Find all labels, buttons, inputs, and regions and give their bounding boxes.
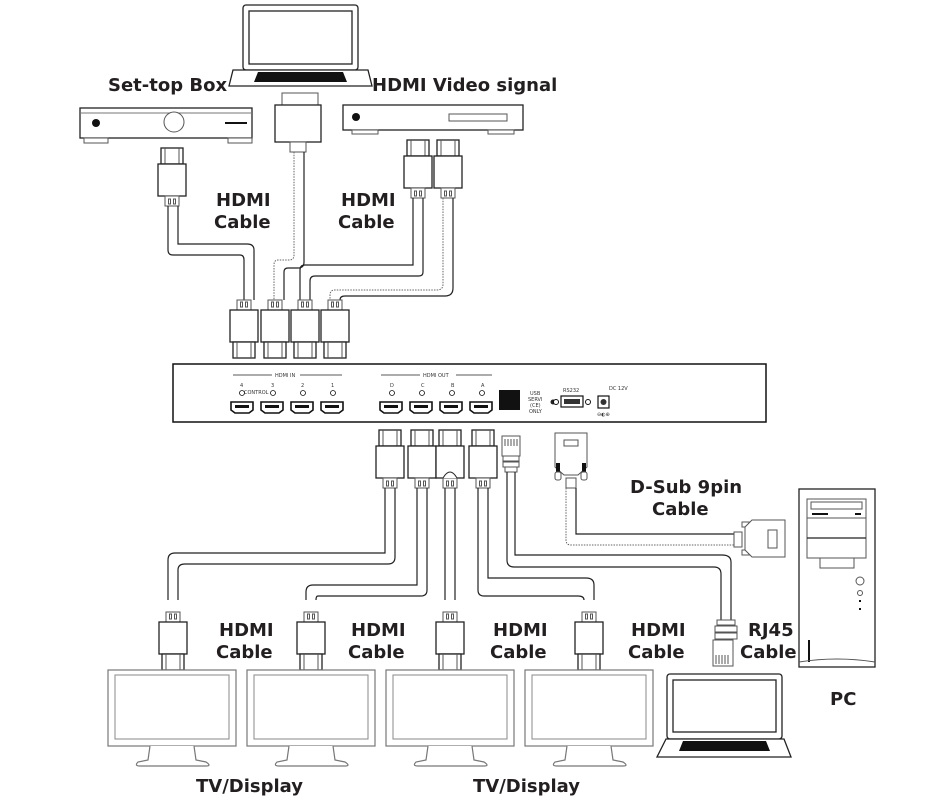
set-top-box-icon <box>79 107 253 144</box>
hdmi-cable-out-4-line1: HDMI <box>631 620 686 641</box>
usb-label-4: ONLY <box>529 409 543 415</box>
hdmi-in-plug-4-icon <box>229 299 259 359</box>
rj45-plug-laptop-icon <box>712 619 738 667</box>
tv4-hdmi-plug-icon <box>574 611 604 671</box>
hdmi-out-port-label-b: B <box>451 383 455 389</box>
control-label: CONTROL <box>244 390 269 396</box>
rj45-plug-device-icon <box>501 435 521 473</box>
tv-display-label-left: TV/Display <box>196 776 303 797</box>
hdmi-in-title: HDMI IN <box>275 373 295 379</box>
laptop-control-icon <box>655 673 792 758</box>
hdmi-cable-out-2-line1: HDMI <box>351 620 406 641</box>
pc-tower-icon <box>798 488 876 668</box>
hdmi-cable-in-right-line1: HDMI <box>341 190 396 211</box>
rj45-cable-label-line1: RJ45 <box>748 620 794 641</box>
hdmi-out-port-label-c: C <box>421 383 425 389</box>
dsub-cable-label-line2: Cable <box>652 499 709 520</box>
hdmi-out-plug-d-icon <box>375 429 405 489</box>
tv-display-2-icon <box>246 669 376 767</box>
hdmi-video-signal-label: HDMI Video signal <box>372 75 557 96</box>
hdmi-cable-out-1-line2: Cable <box>216 642 273 663</box>
hdmi-cable-out-4-line2: Cable <box>628 642 685 663</box>
rs232-label: RS232 <box>563 388 579 394</box>
hdmi-out-port-label-a: A <box>481 383 485 389</box>
hdmi-out-port-b[interactable] <box>439 401 463 414</box>
usb-label-3: (CE) <box>530 403 541 409</box>
tv3-hdmi-plug-icon <box>435 611 465 671</box>
dsub-plug-pc-icon <box>733 519 786 558</box>
tv-display-label-right: TV/Display <box>473 776 580 797</box>
player-hdmi-plug-2-icon <box>433 139 463 199</box>
output-cables <box>167 472 738 620</box>
hdmi-in-port-label-3: 3 <box>271 383 274 389</box>
hdmi-cable-in-left-line2: Cable <box>214 212 271 233</box>
hdmi-out-plug-a-icon <box>468 429 498 489</box>
control-led-icon <box>239 390 245 396</box>
hdmi-cable-out-3-line1: HDMI <box>493 620 548 641</box>
ethernet-port[interactable] <box>499 390 520 410</box>
hdmi-in-port-label-4: 4 <box>240 383 243 389</box>
set-top-box-hdmi-plug-icon <box>157 147 187 207</box>
hdmi-out-title: HDMI OUT <box>423 373 450 379</box>
dc-polarity-symbol: ⊖◐⊕ <box>597 412 610 418</box>
video-player-icon <box>342 104 524 135</box>
tv-display-4-icon <box>524 669 654 767</box>
hdmi-in-plug-2-icon <box>290 299 320 359</box>
hdmi-cable-in-right-line2: Cable <box>338 212 395 233</box>
input-cables <box>167 152 454 301</box>
hdmi-in-port-3[interactable] <box>260 401 284 414</box>
hdmi-out-port-label-d: D <box>390 383 394 389</box>
laptop-source-icon <box>228 4 373 87</box>
hdmi-in-plug-3-icon <box>260 299 290 359</box>
hdmi-in-port-label-2: 2 <box>301 383 304 389</box>
hdmi-in-port-4[interactable] <box>230 401 254 414</box>
hdmi-out-plug-c-icon <box>407 429 437 489</box>
pc-label: PC <box>830 689 856 710</box>
hdmi-out-port-d[interactable] <box>379 401 403 414</box>
tv1-hdmi-plug-icon <box>158 611 188 671</box>
tv2-hdmi-plug-icon <box>296 611 326 671</box>
hdmi-out-port-a[interactable] <box>469 401 493 414</box>
hdmi-cable-in-left-line1: HDMI <box>216 190 271 211</box>
hdmi-cable-out-2-line2: Cable <box>348 642 405 663</box>
hdmi-out-port-c[interactable] <box>409 401 433 414</box>
hdmi-in-port-label-1: 1 <box>331 383 334 389</box>
hdmi-cable-out-1-line1: HDMI <box>219 620 274 641</box>
hdmi-matrix-device: HDMI IN 4 3 2 1 CONTROL HDMI OUT D C B A <box>172 363 767 423</box>
hdmi-cable-out-3-line2: Cable <box>490 642 547 663</box>
hdmi-in-port-2[interactable] <box>290 401 314 414</box>
hdmi-in-plug-1-icon <box>320 299 350 359</box>
player-hdmi-plug-1-icon <box>403 139 433 199</box>
rj45-cable-label-line2: Cable <box>740 642 797 663</box>
dsub-cable-label-line1: D-Sub 9pin <box>630 477 742 498</box>
dc-label: DC 12V <box>609 386 628 392</box>
laptop-hdmi-adaptor-icon <box>274 92 322 153</box>
tv-display-1-icon <box>107 669 237 767</box>
dsub-plug-device-icon <box>554 432 588 489</box>
usb-label-1: USB <box>530 391 541 397</box>
hdmi-out-plug-b-icon <box>435 429 465 489</box>
hdmi-in-port-1[interactable] <box>320 401 344 414</box>
set-top-box-label: Set-top Box <box>108 75 227 96</box>
usb-label-2: SERVI <box>528 397 542 403</box>
tv-display-3-icon <box>385 669 515 767</box>
